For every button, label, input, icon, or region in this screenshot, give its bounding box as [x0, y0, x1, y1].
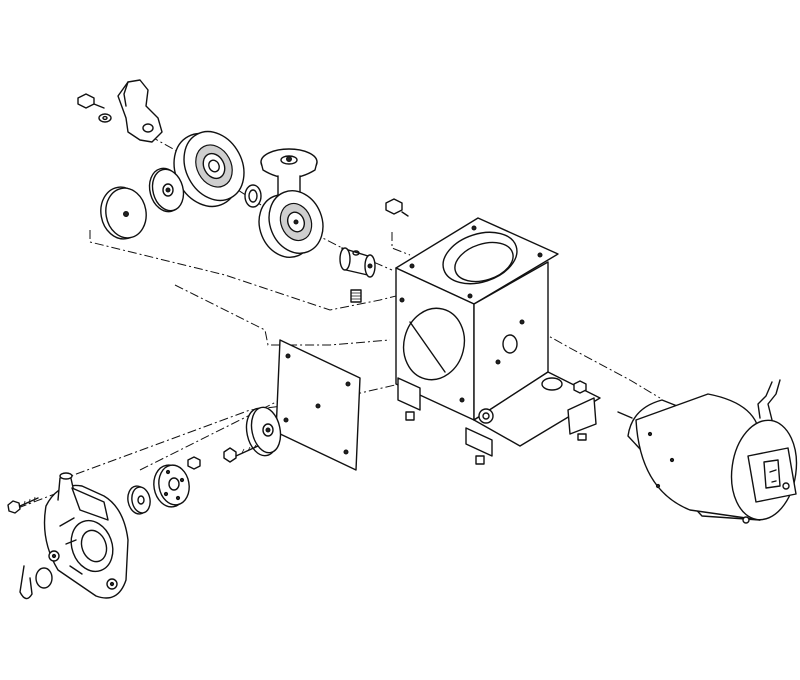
- end-housing: [43, 472, 129, 599]
- gear-disc-thin: [148, 167, 185, 213]
- washer-ring: [35, 567, 53, 589]
- washer-top: [98, 113, 112, 123]
- pulley-disc: [245, 406, 282, 457]
- spool-wheel: [258, 190, 324, 258]
- flange-disc: [153, 464, 190, 508]
- screw-left: [7, 496, 39, 514]
- mushroom-knob: [260, 148, 318, 197]
- set-screw: [350, 289, 362, 303]
- gear-disc-large: [173, 130, 245, 208]
- frame-box: [395, 217, 559, 421]
- small-disc: [127, 485, 151, 515]
- mounting-plate: [275, 339, 361, 471]
- base-plate: [397, 371, 601, 465]
- screw-top: [77, 93, 105, 109]
- screw-box: [385, 198, 409, 217]
- screw-small: [187, 456, 201, 470]
- ring-small: [244, 184, 262, 208]
- clip: [19, 565, 33, 600]
- motor: [617, 379, 798, 524]
- coupling: [339, 247, 376, 278]
- flat-disc: [100, 186, 147, 240]
- screw-middle: [223, 444, 259, 463]
- lever-arm: [117, 79, 163, 143]
